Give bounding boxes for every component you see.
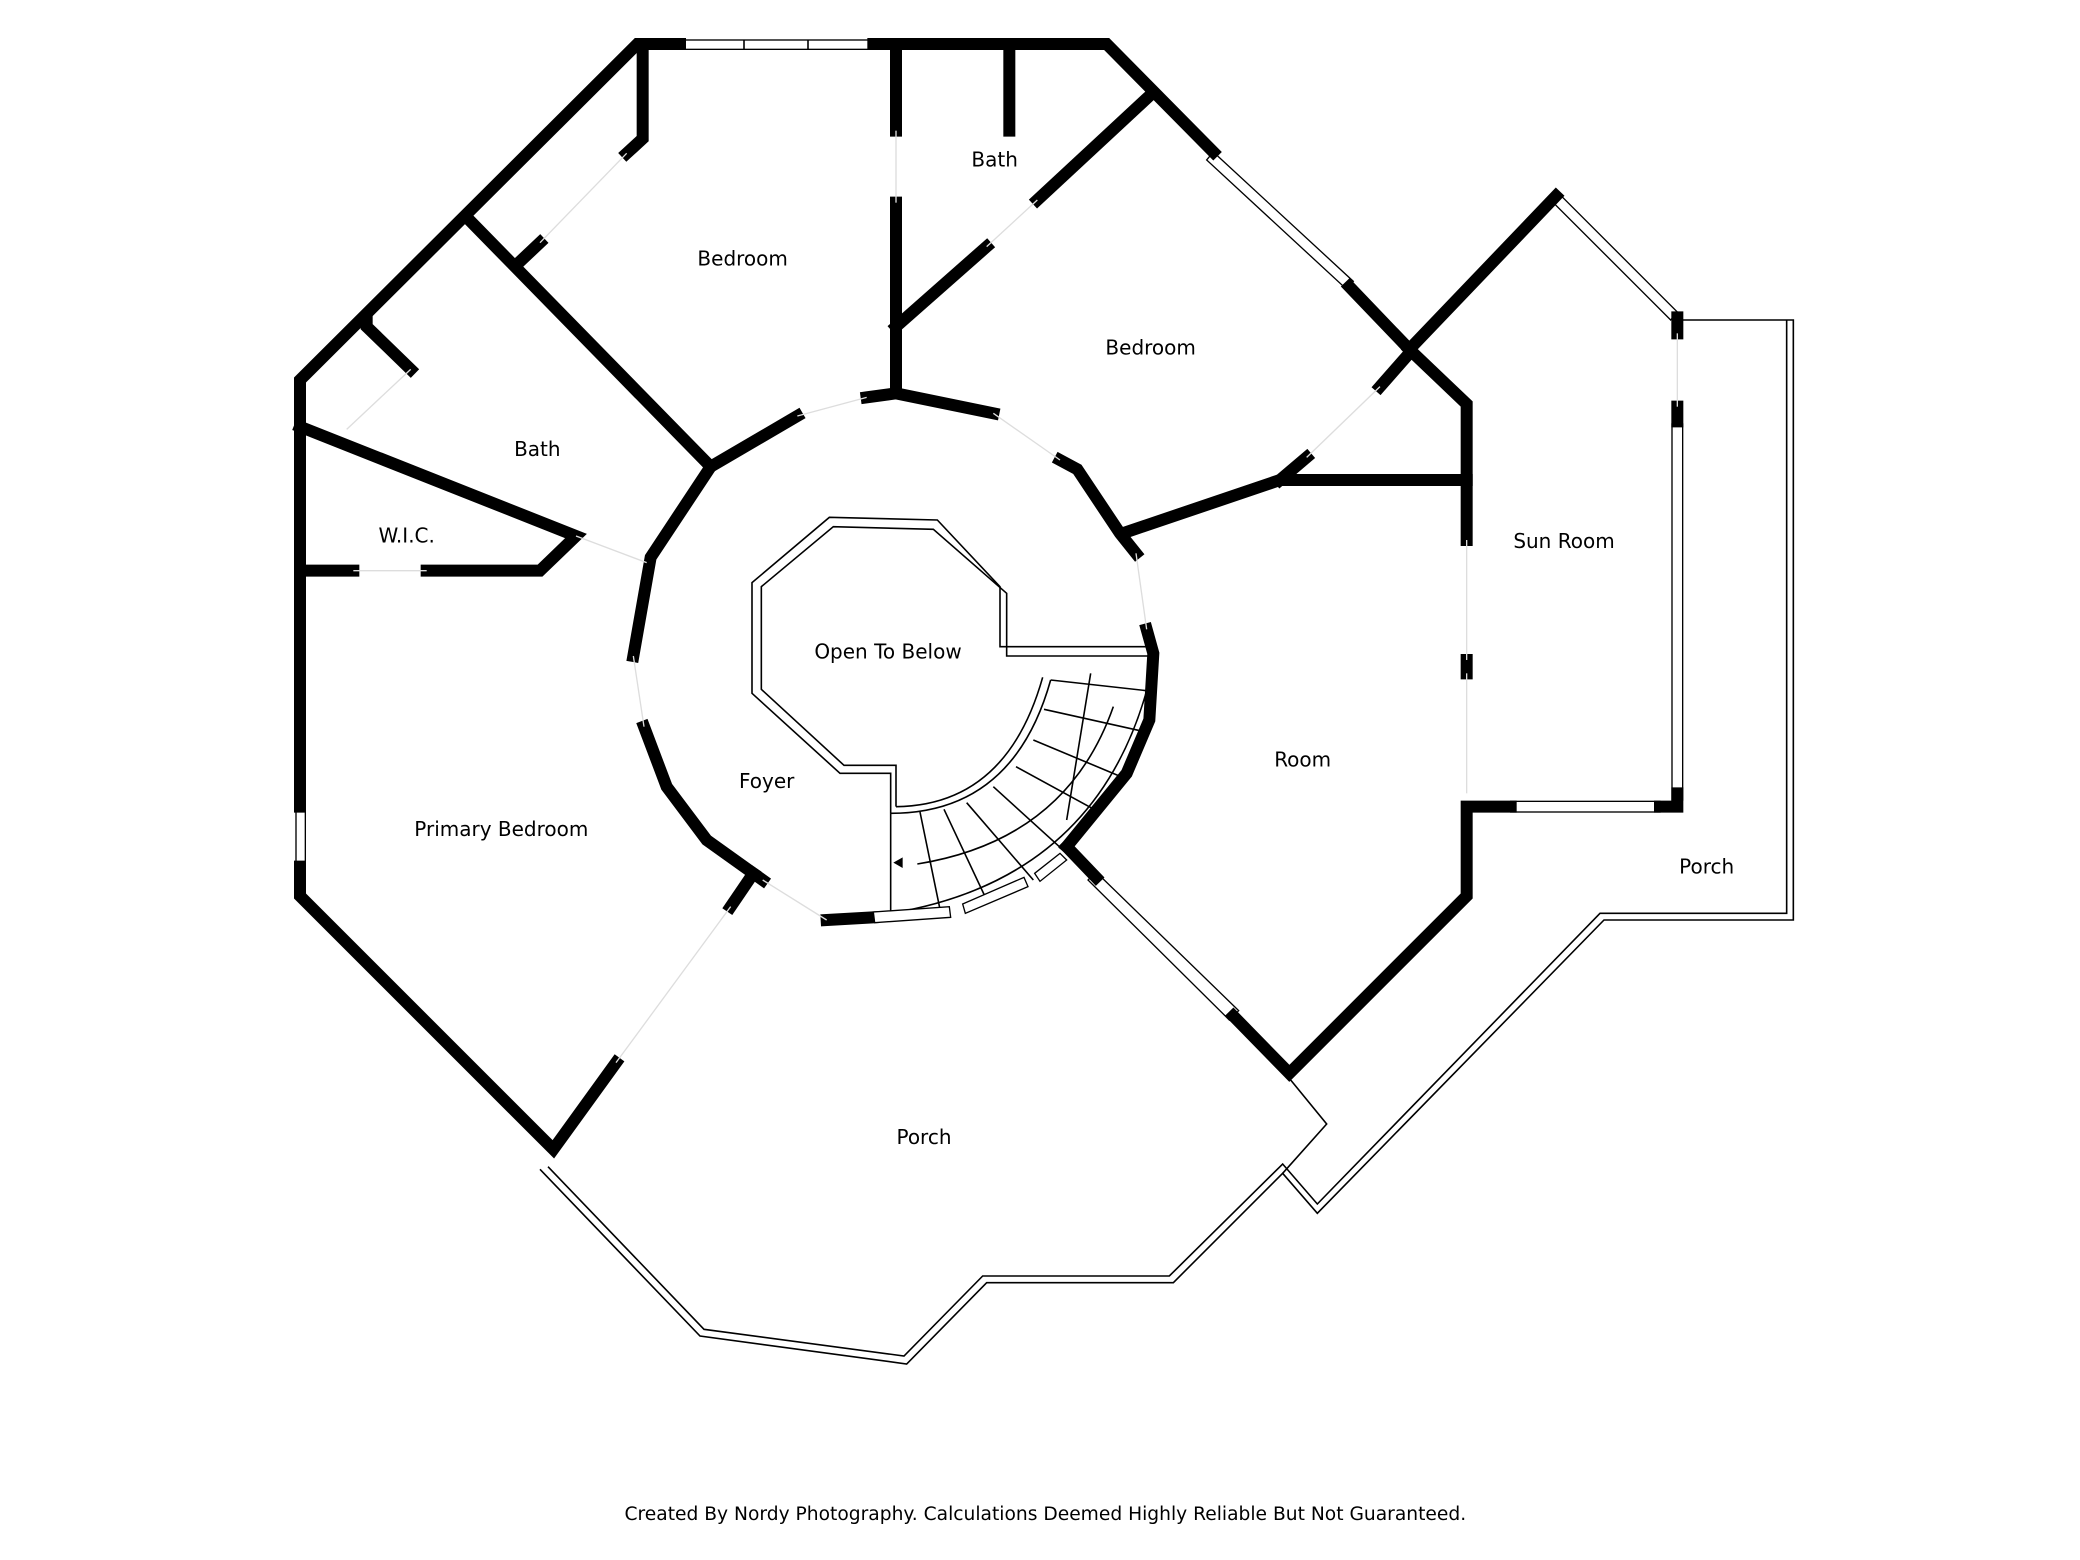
interior-walls <box>292 44 1473 927</box>
label-bedroom-1: Bedroom <box>697 246 787 270</box>
staircase <box>872 673 1148 924</box>
label-bedroom-2: Bedroom <box>1105 336 1195 360</box>
label-sun-room: Sun Room <box>1513 529 1614 553</box>
label-porch-right: Porch <box>1679 854 1734 878</box>
label-wic: W.I.C. <box>378 524 434 548</box>
label-porch-front: Porch <box>896 1125 951 1149</box>
exterior-walls <box>294 38 1684 1159</box>
label-open-to-below: Open To Below <box>814 640 961 664</box>
open-to-below-railing <box>751 516 1150 814</box>
label-primary-bedroom: Primary Bedroom <box>414 817 588 841</box>
label-foyer: Foyer <box>739 769 795 793</box>
windows <box>295 39 1684 1021</box>
doorway-gaps <box>346 130 1678 1064</box>
footer-credit: Created By Nordy Photography. Calculatio… <box>625 1504 1467 1525</box>
porch-outline <box>539 319 1795 1365</box>
label-bath-1: Bath <box>514 437 561 461</box>
label-room: Room <box>1274 748 1331 772</box>
stair-direction-arrow-icon <box>893 857 903 868</box>
room-labels: Bedroom Bath Bedroom Bath W.I.C. Open To… <box>378 148 1734 1149</box>
label-bath-2: Bath <box>971 148 1018 172</box>
